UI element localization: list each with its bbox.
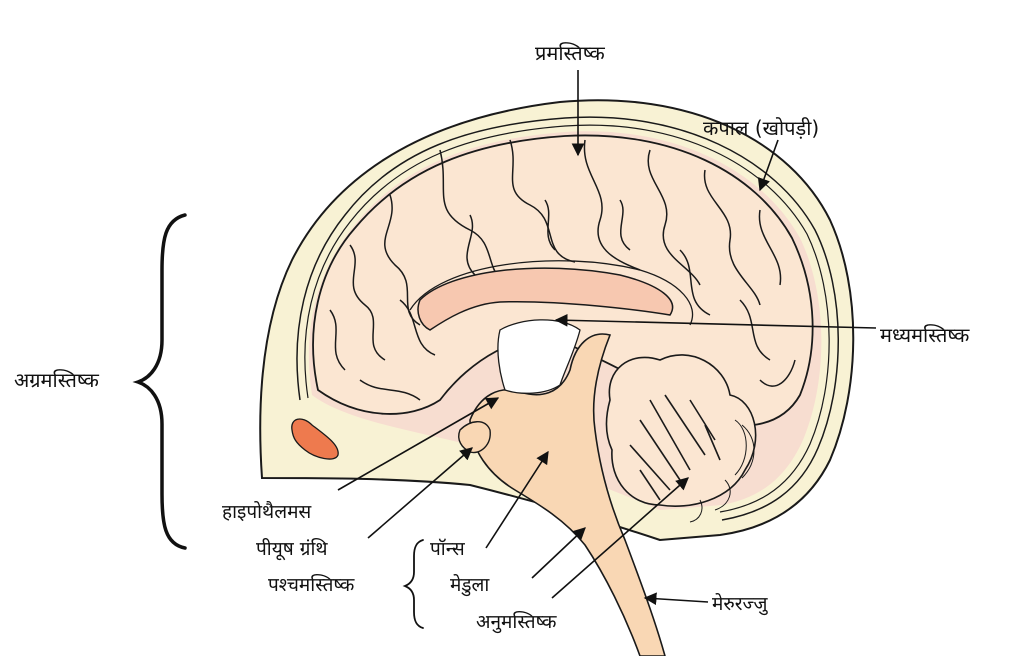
corpus-callosum [417, 267, 674, 331]
hindbrain-brace [402, 539, 424, 629]
pointer-pons [485, 450, 549, 549]
label-cerebellum: अनुमस्तिष्क [476, 610, 557, 634]
brain-folds [329, 139, 796, 401]
label-spinal-cord: मेरुरज्जु [712, 592, 768, 616]
pointer-hypothalamus [337, 397, 500, 491]
label-skull: कपाल (खोपड़ी) [703, 116, 819, 140]
pointer-lines [337, 70, 877, 606]
pointer-skull [757, 139, 779, 192]
label-pons: पॉन्स [430, 538, 466, 560]
label-medulla: मेडुला [450, 573, 490, 597]
front-gland [291, 418, 339, 460]
label-midbrain: मध्यमस्तिष्क [880, 323, 970, 347]
label-hypothalamus: हाइपोथैलमस [222, 500, 312, 523]
pointer-spinal-cord [643, 592, 709, 606]
callosum-outer [409, 260, 694, 326]
label-forebrain: अग्रमस्तिष्क [14, 368, 100, 392]
forebrain-brace [132, 213, 187, 550]
label-hindbrain: पश्चमस्तिष्क [268, 573, 355, 596]
label-pituitary: पीयूष ग्रंथि [256, 537, 328, 561]
pointer-cerebellum [551, 477, 689, 599]
label-cerebrum: प्रमस्तिष्क [535, 41, 605, 65]
skull-inner-line-2 [304, 124, 830, 513]
skull-inner-line [296, 116, 839, 521]
pointer-medulla [531, 527, 586, 579]
ventricle [497, 319, 581, 394]
pointer-midbrain [554, 313, 877, 329]
pituitary-gland [458, 421, 491, 454]
cerebellum [605, 354, 757, 523]
pointer-pituitary [367, 447, 473, 539]
